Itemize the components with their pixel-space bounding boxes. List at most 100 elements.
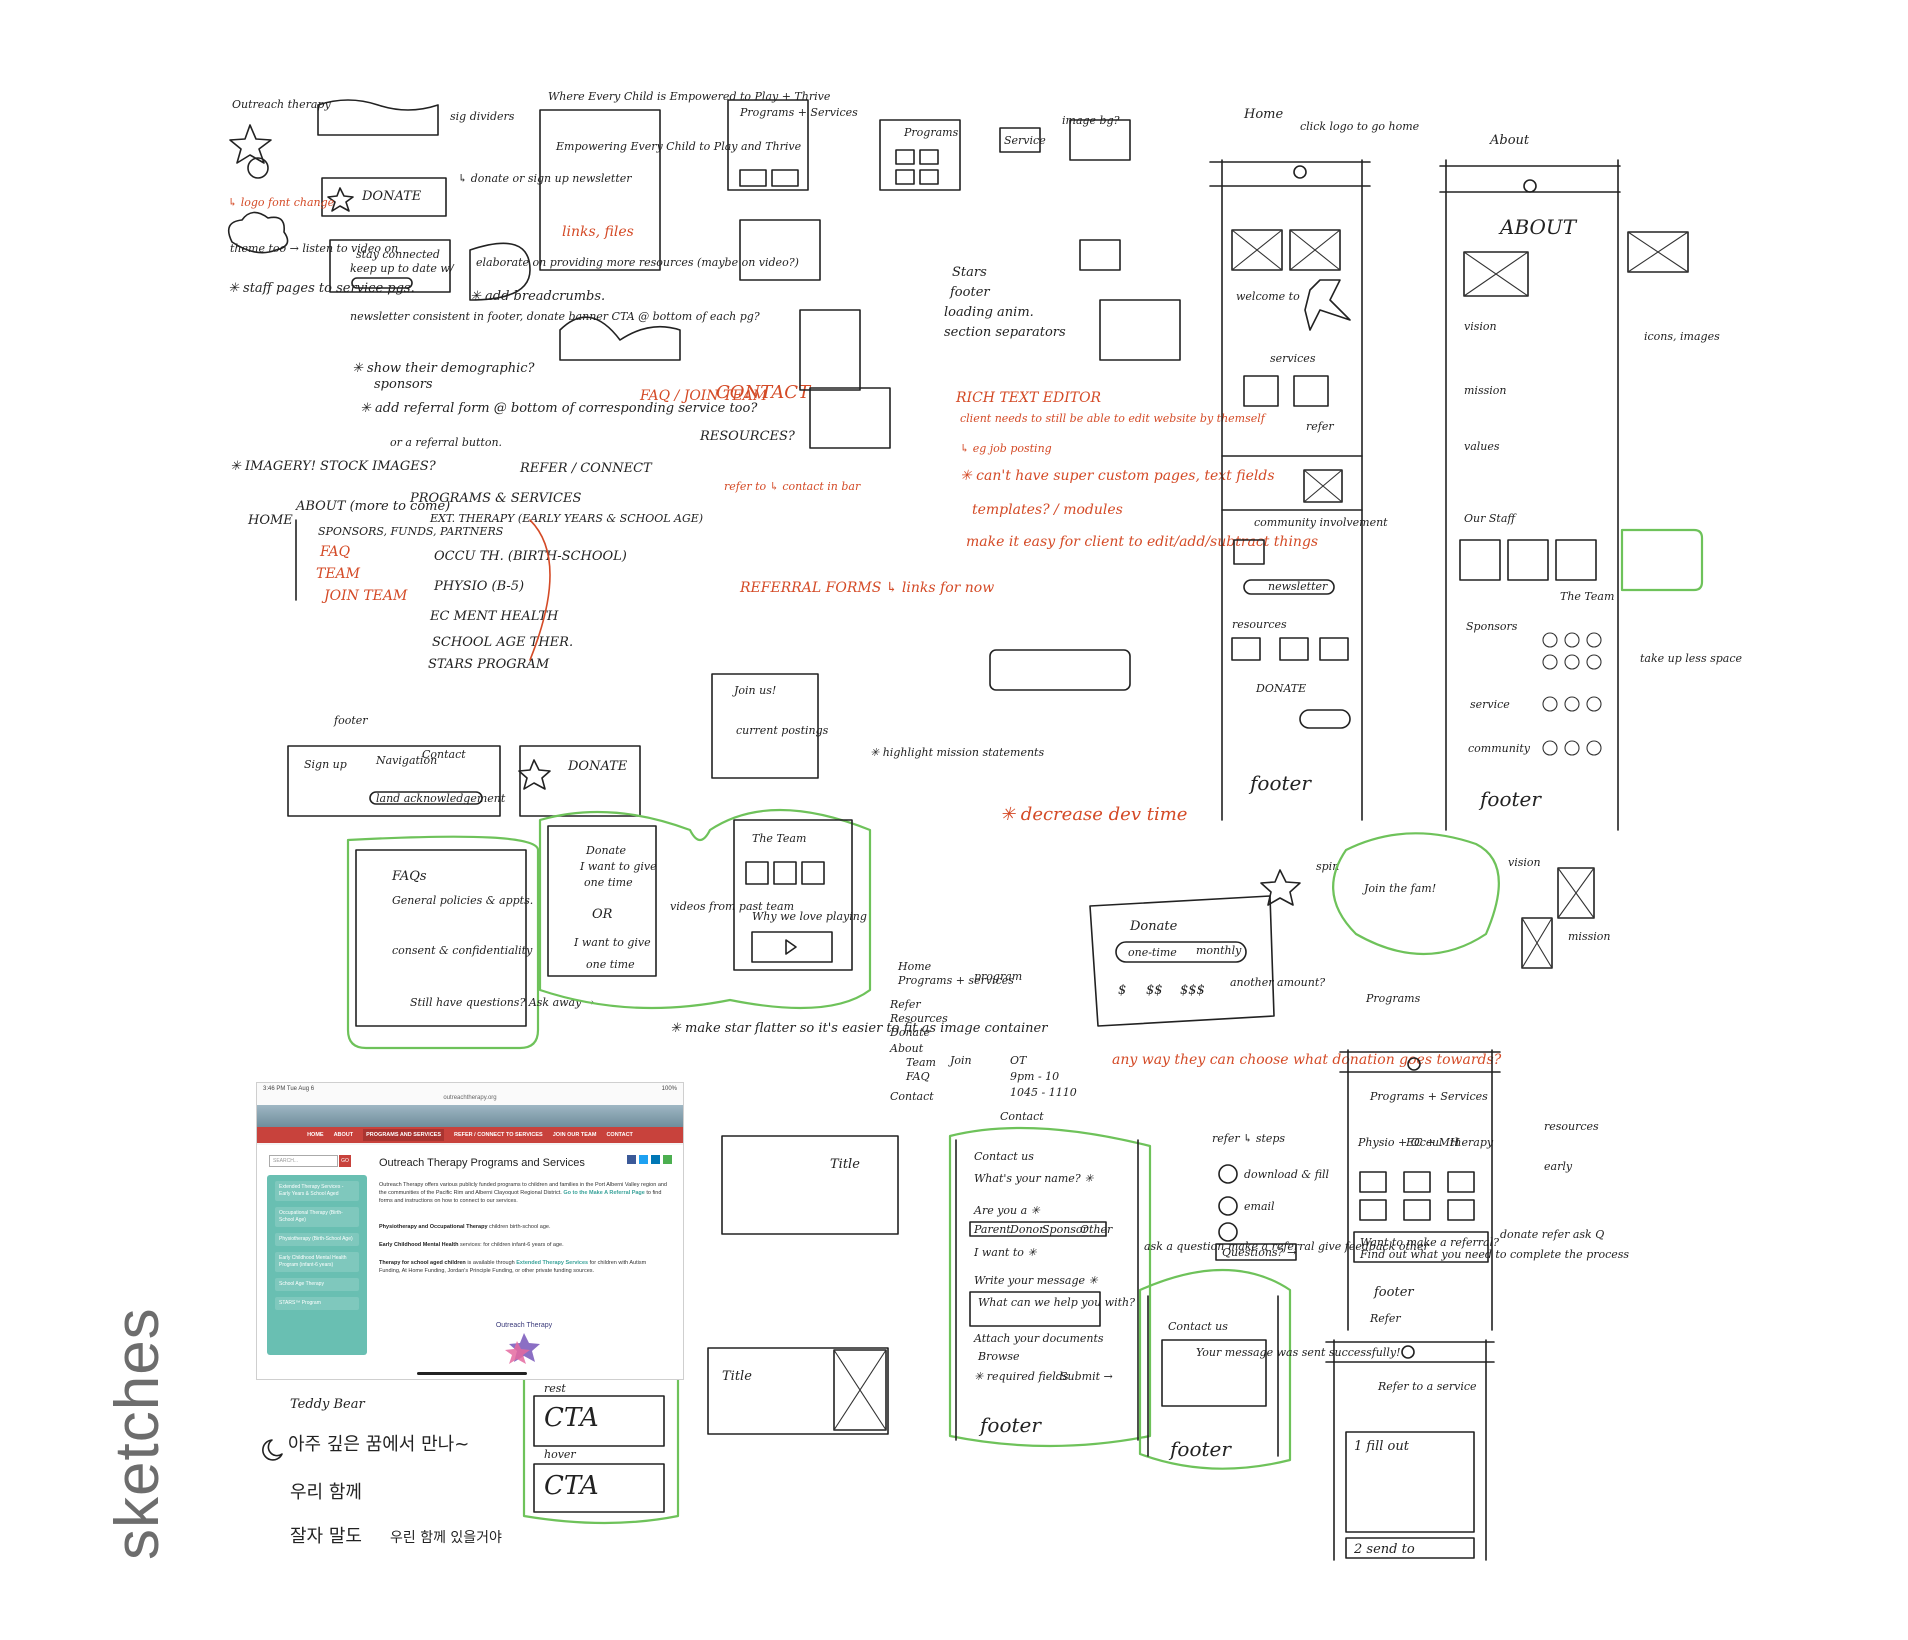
svg-text:아주 깊은 꿈에서 만나~: 아주 깊은 꿈에서 만나~ xyxy=(288,1434,469,1455)
svg-text:✳ add referral form @ bottom o: ✳ add referral form @ bottom of correspo… xyxy=(360,401,758,416)
star-icon xyxy=(1304,279,1351,331)
svg-text:Donate: Donate xyxy=(1129,919,1178,934)
nav-home[interactable]: HOME xyxy=(307,1132,324,1138)
svg-text:Find out what you need to comp: Find out what you need to complete the p… xyxy=(1359,1248,1629,1261)
sidebar-item-stars[interactable]: STARS™ Program xyxy=(275,1297,359,1310)
svg-text:TEAM: TEAM xyxy=(316,566,361,582)
svg-text:RICH TEXT EDITOR: RICH TEXT EDITOR xyxy=(955,390,1102,406)
search-input[interactable]: SEARCH... xyxy=(269,1155,338,1167)
svg-text:Sponsor: Sponsor xyxy=(1042,1223,1089,1236)
svg-text:Submit →: Submit → xyxy=(1060,1370,1113,1383)
svg-text:What can we help you with?: What can we help you with? xyxy=(978,1296,1135,1309)
url-bar[interactable]: outreachtherapy.org xyxy=(257,1095,683,1105)
svg-text:✳ can't have super custom page: ✳ can't have super custom pages, text fi… xyxy=(960,468,1275,484)
svg-text:Sponsors: Sponsors xyxy=(1466,620,1518,633)
svg-text:Empowering Every Child to Play: Empowering Every Child to Play and Thriv… xyxy=(555,140,802,153)
svg-text:or a referral button.: or a referral button. xyxy=(390,436,502,449)
svg-text:I want to give: I want to give xyxy=(579,860,657,873)
svg-text:DONATE: DONATE xyxy=(361,189,422,204)
svg-text:one-time: one-time xyxy=(1128,946,1177,959)
logo-icon xyxy=(1407,1057,1421,1071)
svg-text:sig dividers: sig dividers xyxy=(450,110,515,123)
svg-text:Still have questions? Ask away: Still have questions? Ask away → xyxy=(410,996,594,1009)
facebook-icon[interactable] xyxy=(627,1155,636,1164)
svg-text:$$: $$ xyxy=(1146,983,1163,998)
svg-text:Programs + Services: Programs + Services xyxy=(1369,1090,1488,1103)
share-icon[interactable] xyxy=(663,1155,672,1164)
nav-contact[interactable]: CONTACT xyxy=(606,1132,633,1138)
svg-text:donate refer ask Q: donate refer ask Q xyxy=(1500,1228,1604,1241)
home-indicator xyxy=(417,1372,527,1375)
website-screenshot: 3:46 PM Tue Aug 6 100% outreachtherapy.o… xyxy=(256,1082,684,1380)
intro-paragraph: Outreach Therapy offers various publicly… xyxy=(379,1182,667,1204)
outreach-logo: Outreach Therapy xyxy=(496,1322,553,1364)
svg-text:refer ↳ steps: refer ↳ steps xyxy=(1212,1132,1285,1145)
sidebar-item-physio[interactable]: Physiotherapy (Birth-School Age) xyxy=(275,1233,359,1246)
nav-programs[interactable]: PROGRAMS AND SERVICES xyxy=(363,1129,444,1141)
star-icon xyxy=(518,759,551,790)
svg-text:community involvement: community involvement xyxy=(1254,516,1388,529)
svg-text:footer: footer xyxy=(949,285,990,300)
svg-text:Programs: Programs xyxy=(903,126,959,139)
svg-text:hover: hover xyxy=(544,1448,576,1461)
svg-text:Contact us: Contact us xyxy=(1168,1320,1228,1333)
program-item-1: Physiotherapy and Occupational Therapy c… xyxy=(379,1224,551,1230)
svg-text:one time: one time xyxy=(586,958,635,971)
svg-text:footer: footer xyxy=(1478,787,1542,811)
svg-text:newsletter consistent in foote: newsletter consistent in footer, donate … xyxy=(350,310,760,323)
svg-text:icons, images: icons, images xyxy=(1644,330,1720,343)
svg-text:CTA: CTA xyxy=(544,1471,599,1501)
svg-text:refer: refer xyxy=(1306,420,1334,433)
svg-text:JOIN TEAM: JOIN TEAM xyxy=(321,588,408,604)
email-icon[interactable] xyxy=(651,1155,660,1164)
svg-text:Outreach therapy: Outreach therapy xyxy=(232,98,331,111)
svg-text:Contact: Contact xyxy=(1000,1110,1044,1123)
sidebar-item-ecmh[interactable]: Early Childhood Mental Health Program (i… xyxy=(275,1252,359,1272)
sidebar-item-school-age[interactable]: School Age Therapy xyxy=(275,1278,359,1291)
nav-refer[interactable]: REFER / CONNECT TO SERVICES xyxy=(454,1132,543,1138)
ext-therapy-link[interactable]: Extended Therapy Services xyxy=(516,1260,589,1266)
lyrics-notes: Teddy Bear 아주 깊은 꿈에서 만나~ 우리 함께 잘자 말도 우린 … xyxy=(262,1397,502,1547)
nav-about[interactable]: ABOUT xyxy=(333,1132,354,1138)
svg-text:make it easy for client to edi: make it easy for client to edit/add/subt… xyxy=(966,534,1318,550)
svg-text:Our Staff: Our Staff xyxy=(1464,512,1517,525)
logo-icon xyxy=(1293,165,1307,179)
svg-text:I want to ✳: I want to ✳ xyxy=(973,1246,1037,1259)
svg-text:Contact: Contact xyxy=(890,1090,934,1103)
sidebar-item-ext-therapy[interactable]: Extended Therapy Services - Early Years … xyxy=(275,1181,359,1201)
svg-text:program: program xyxy=(974,970,1022,983)
home-wireframe: Home click logo to go home welcome to se… xyxy=(1209,107,1420,821)
svg-text:✳ staff pages to service pgs.: ✳ staff pages to service pgs. xyxy=(228,281,415,296)
svg-text:email: email xyxy=(1244,1200,1275,1213)
svg-text:Outreach Therapy: Outreach Therapy xyxy=(496,1322,553,1329)
twitter-icon[interactable] xyxy=(639,1155,648,1164)
svg-text:Write your message ✳: Write your message ✳ xyxy=(974,1274,1099,1287)
star-icon xyxy=(229,124,272,164)
svg-text:우린 함께 있을거야: 우린 함께 있을거야 xyxy=(390,1530,502,1546)
cta-states: rest CTA hover CTA xyxy=(522,1369,680,1525)
svg-text:✳ add breadcrumbs.: ✳ add breadcrumbs. xyxy=(470,289,605,304)
page-title: Outreach Therapy Programs and Services xyxy=(379,1157,585,1169)
svg-text:✳ make star flatter so it's ea: ✳ make star flatter so it's easier to fi… xyxy=(670,1021,1048,1036)
middle-row-sketches: Join us! current postings ✳ highlight mi… xyxy=(287,673,1044,1050)
referral-link[interactable]: Go to the Make A Referral Page xyxy=(563,1190,645,1196)
svg-text:services: services xyxy=(1270,352,1316,365)
svg-text:CONTACT: CONTACT xyxy=(716,382,812,403)
svg-text:Join us!: Join us! xyxy=(732,684,776,697)
nav-join[interactable]: JOIN OUR TEAM xyxy=(552,1132,597,1138)
svg-text:Your message was sent successf: Your message was sent successfully! xyxy=(1196,1346,1401,1359)
svg-text:I want to give: I want to give xyxy=(573,936,651,949)
svg-text:elaborate on providing more re: elaborate on providing more resources (m… xyxy=(476,256,799,269)
svg-text:PROGRAMS & SERVICES: PROGRAMS & SERVICES xyxy=(409,491,581,506)
svg-text:$: $ xyxy=(1118,983,1126,998)
svg-text:FAQ / JOIN TEAM: FAQ / JOIN TEAM xyxy=(639,388,768,404)
svg-text:take up less space: take up less space xyxy=(1640,652,1742,665)
svg-text:Service: Service xyxy=(1004,134,1046,147)
svg-text:우리 함께: 우리 함께 xyxy=(290,1482,362,1503)
svg-text:✳ required fields: ✳ required fields xyxy=(974,1370,1069,1383)
donate-large-wireframe: Donate one-time monthly $ $$ $$$ another… xyxy=(1089,832,1610,1068)
svg-text:Programs: Programs xyxy=(1365,992,1421,1005)
sidebar-item-occ-therapy[interactable]: Occupational Therapy (Birth-School Age) xyxy=(275,1207,359,1227)
search-go-button[interactable]: GO xyxy=(339,1155,351,1167)
svg-text:General policies & appts.: General policies & appts. xyxy=(392,894,533,907)
